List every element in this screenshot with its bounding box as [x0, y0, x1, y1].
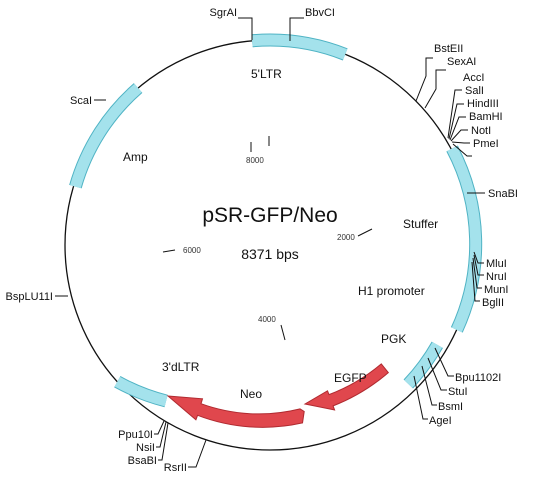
leader-bstEII	[415, 57, 433, 102]
site-label-snabi: SnaBI	[488, 188, 518, 200]
leader-agei	[413, 375, 428, 420]
site-label-bpu1102i: Bpu1102I	[455, 372, 501, 384]
leader-sali	[448, 103, 464, 140]
site-label-nrui: NruI	[486, 271, 507, 283]
plasmid-name: pSR-GFP/Neo	[202, 204, 337, 227]
tick-mark-4000	[280, 324, 286, 341]
leader-ppu10i	[154, 420, 165, 435]
site-label-mlui: MluI	[486, 258, 507, 270]
leader-bpu1102i	[434, 347, 454, 377]
leader-stui	[427, 357, 447, 391]
feature-label-5ltr: 5'LTR	[251, 67, 282, 81]
leader-sexai	[424, 69, 446, 109]
site-label-rsrii: RsrII	[164, 462, 187, 474]
site-label-noti: NotI	[471, 125, 491, 137]
tick-label-6000: 6000	[183, 246, 201, 255]
egfp-arrow	[303, 363, 389, 411]
leader-rsrii	[188, 439, 207, 468]
feature-label-pgk: PGK	[381, 332, 406, 346]
site-label-sgrai: SgrAI	[209, 7, 237, 19]
leader-mlui	[473, 251, 484, 264]
site-label-bbvci: BbvCI	[305, 7, 335, 19]
leader-bamhi	[450, 129, 468, 142]
site-label-ppu10i: Ppu10I	[118, 429, 153, 441]
plasmid-size: 8371 bps	[241, 246, 299, 262]
site-label-nsii: NsiI	[136, 442, 155, 454]
scale-ticks: 2000 4000 6000 8000	[162, 136, 373, 341]
leader-hindiii	[449, 116, 466, 141]
tick-label-2000: 2000	[337, 233, 355, 242]
site-label-pmei: PmeI	[473, 138, 499, 150]
tick-label-8000: 8000	[246, 156, 264, 165]
tick-label-4000: 4000	[258, 315, 276, 324]
leader-pmei	[452, 143, 472, 157]
leader-nsii	[156, 421, 167, 448]
site-label-bsabi: BsaBI	[128, 455, 157, 467]
site-label-bglii: BglII	[482, 297, 504, 309]
site-labels: SgrAI BbvCI BstEII SexAI AccI SalI HindI…	[6, 7, 518, 474]
feature-label-egfp: EGFP	[334, 371, 367, 385]
leader-acci	[447, 89, 462, 139]
feature-labels: 5'LTR Amp Stuffer H1 promoter PGK EGFP N…	[123, 67, 438, 401]
site-label-sexai: SexAI	[447, 56, 476, 68]
leader-noti	[451, 141, 470, 144]
site-label-agei: AgeI	[429, 415, 452, 427]
site-label-hindiii: HindIII	[467, 98, 499, 110]
neo-arrow	[166, 395, 305, 428]
feature-label-stuffer: Stuffer	[403, 217, 438, 231]
orf-arrows	[166, 363, 389, 428]
site-label-bsteii: BstEII	[434, 43, 463, 55]
leader-bbvci	[289, 17, 304, 41]
site-label-bamhi: BamHI	[469, 111, 503, 123]
leader-muni	[472, 257, 482, 289]
feature-label-neo: Neo	[240, 387, 262, 401]
site-label-stui: StuI	[448, 386, 468, 398]
site-label-acci: AccI	[463, 72, 484, 84]
site-label-bsplu11i: BspLU11I	[6, 291, 54, 303]
site-label-scai: ScaI	[70, 95, 92, 107]
leader-bsabi	[158, 422, 169, 461]
leader-bglii	[471, 261, 480, 302]
site-label-sali: SalI	[465, 85, 484, 97]
tick-mark-2000	[357, 228, 373, 237]
site-label-muni: MunI	[484, 284, 508, 296]
site-leaders	[55, 17, 485, 468]
feature-segments	[69, 33, 483, 408]
feature-label-amp: Amp	[123, 150, 148, 164]
feature-label-3dltr: 3'dLTR	[162, 360, 200, 374]
leader-bsmi	[421, 365, 437, 406]
leader-nrui	[473, 254, 484, 276]
site-label-bsmi: BsmI	[438, 401, 463, 413]
feature-label-h1-promoter: H1 promoter	[358, 284, 425, 298]
tick-mark-6000	[162, 249, 176, 253]
leader-sgrai	[238, 17, 253, 40]
